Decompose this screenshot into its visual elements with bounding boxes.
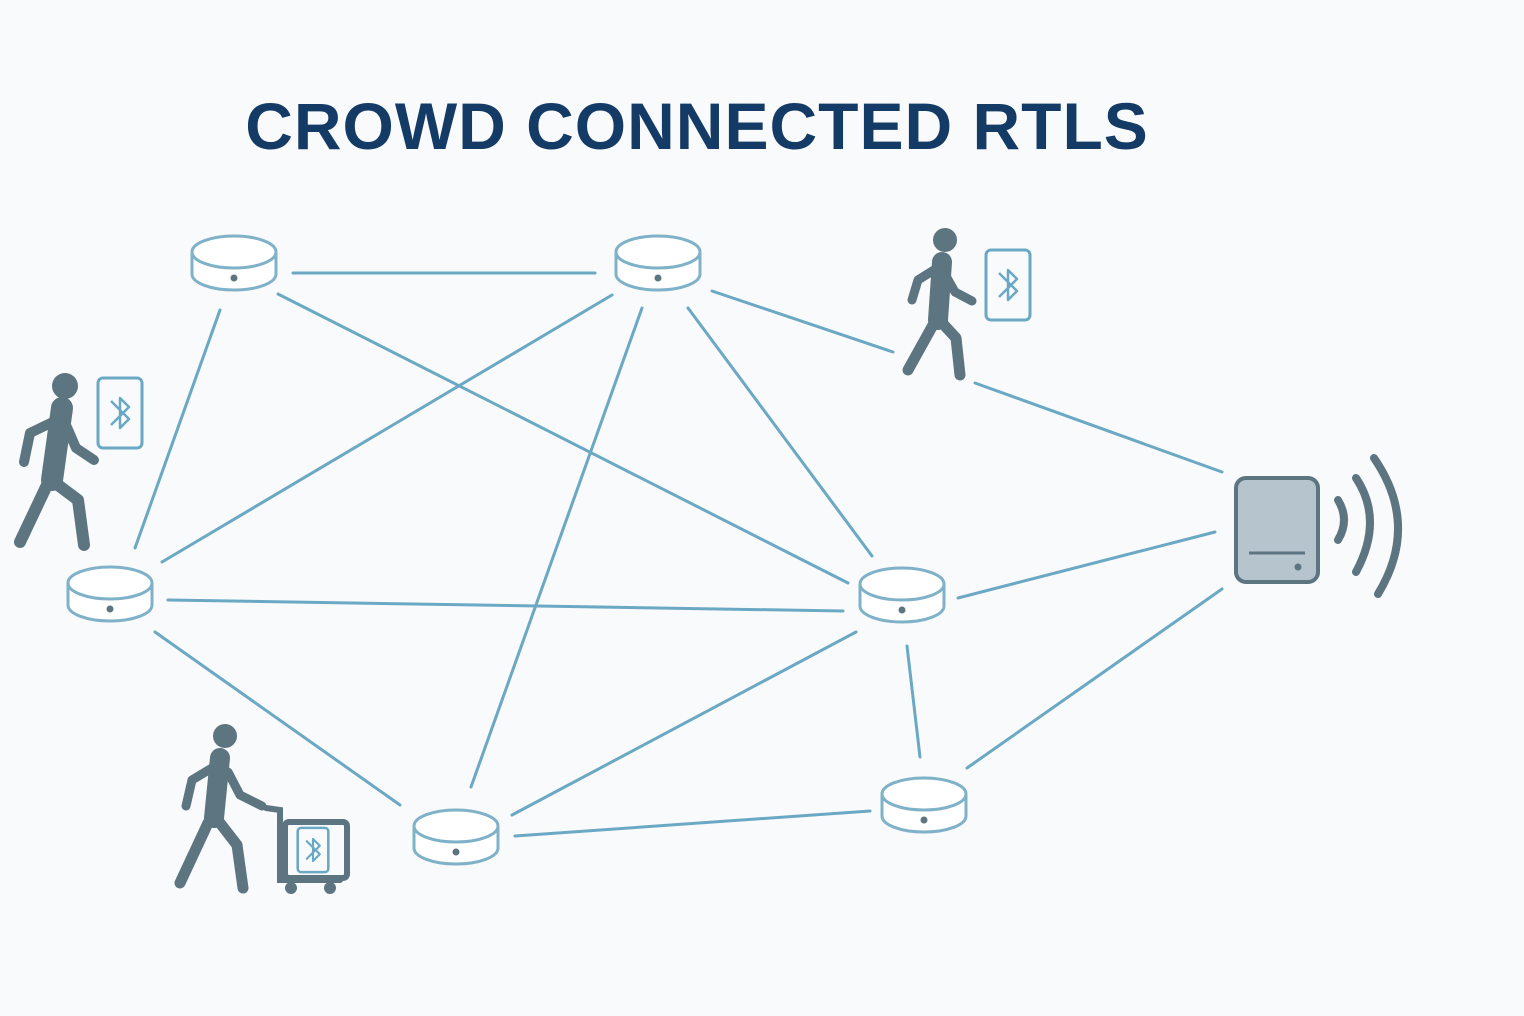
link xyxy=(469,306,644,789)
link xyxy=(510,630,858,817)
link xyxy=(956,530,1217,600)
bluetooth-tag-icon xyxy=(296,826,330,874)
link xyxy=(905,644,922,759)
link xyxy=(973,381,1224,474)
bluetooth-tag-icon xyxy=(96,376,144,450)
ble-anchor-puck-icon xyxy=(880,776,968,834)
link xyxy=(965,587,1224,770)
walking-person-icon xyxy=(14,373,99,551)
bluetooth-tag-icon xyxy=(984,248,1032,322)
cart-icon xyxy=(263,805,350,894)
link xyxy=(710,289,895,354)
ble-anchor-puck-icon xyxy=(614,234,702,292)
diagram-title: CROWD CONNECTED RTLS xyxy=(245,89,1149,163)
mesh-links xyxy=(133,271,1224,838)
link xyxy=(166,598,845,613)
wireless-signal-icon xyxy=(1334,454,1403,598)
ble-anchor-puck-icon xyxy=(190,234,278,292)
walking-person-icon xyxy=(174,724,267,894)
link xyxy=(160,293,614,564)
link xyxy=(153,630,402,807)
walking-person-icon xyxy=(902,228,977,381)
link xyxy=(133,308,222,550)
link xyxy=(513,809,872,838)
ble-anchor-puck-icon xyxy=(66,565,154,623)
ble-anchor-puck-icon xyxy=(412,808,500,866)
ble-anchor-puck-icon xyxy=(858,566,946,624)
link xyxy=(686,306,874,558)
gateway-device-icon xyxy=(1234,476,1320,584)
link xyxy=(276,292,850,585)
